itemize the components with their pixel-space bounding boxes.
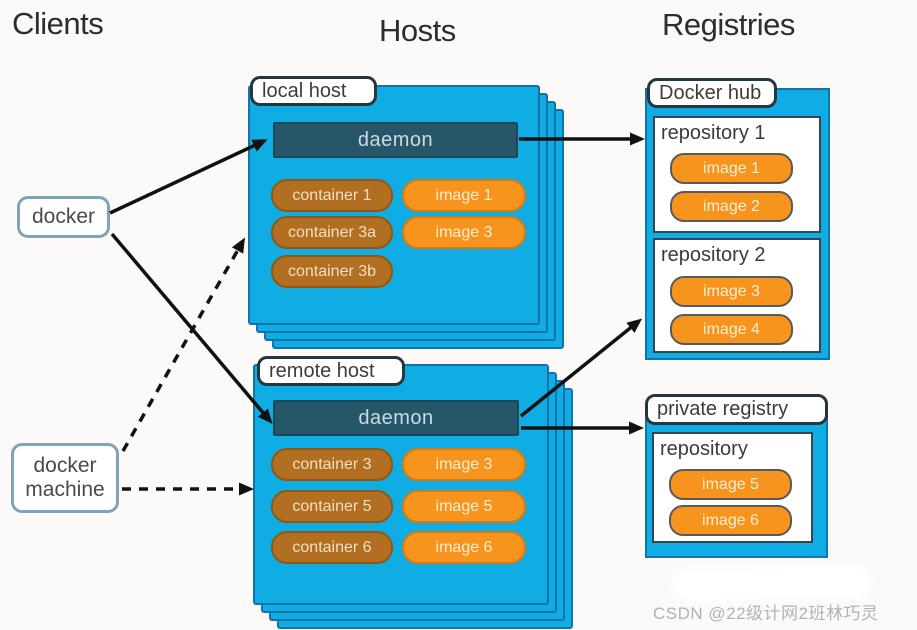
remote-container-6: container 6 [271,531,393,564]
remote-host-daemon-text: daemon [358,406,434,429]
local-container-1: container 1 [271,179,393,212]
local-host-label-text: local host [262,79,347,102]
repository-1-name: repository 1 [661,122,766,144]
private-image-5: image 5 [669,469,792,500]
local-container-3b: container 3b [271,255,393,288]
remote-image-6: image 6 [402,531,526,564]
remote-image-3: image 3 [402,448,526,481]
local-host-daemon-text: daemon [357,128,434,151]
remote-container-3: container 3 [271,448,393,481]
heading-hosts: Hosts [379,13,456,48]
local-host-daemon-bar: daemon [273,122,518,158]
docker-client-box: docker [17,196,110,238]
arrow-docker-to-local-daemon [109,139,268,215]
remote-image-5: image 5 [402,490,526,523]
docker-hub-label-text: Docker hub [659,81,762,104]
remote-host-label-text: remote host [269,359,375,382]
repository-2-name: repository 2 [661,244,766,266]
local-image-1: image 1 [402,179,526,212]
private-registry-label: private registry [645,394,828,425]
private-registry-label-text: private registry [657,398,789,420]
heading-clients: Clients [12,6,104,41]
private-repository-name: repository [660,438,748,460]
local-container-3a: container 3a [271,216,393,249]
remote-host-label: remote host [257,356,405,386]
hub-image-4: image 4 [670,314,793,345]
dashed-arrow-docker-machine-to-local-host [121,237,245,452]
docker-machine-label: docker machine [25,453,105,501]
hub-image-3: image 3 [670,276,793,307]
watermark-text: CSDN @22级计网2班林巧灵 [653,604,879,623]
docker-machine-box: docker machine [11,443,119,513]
heading-registries: Registries [662,7,795,42]
remote-container-5: container 5 [271,490,393,523]
watermark-blur-patch [675,567,869,600]
docker-hub-label: Docker hub [647,78,777,108]
docker-client-label: docker [31,204,96,228]
private-image-6: image 6 [669,505,792,536]
local-host-label: local host [250,76,377,106]
local-image-3: image 3 [402,216,526,249]
arrow-docker-to-remote-daemon [110,232,273,425]
hub-image-2: image 2 [670,191,793,222]
remote-host-daemon-bar: daemon [273,400,519,436]
hub-image-1: image 1 [670,153,793,184]
